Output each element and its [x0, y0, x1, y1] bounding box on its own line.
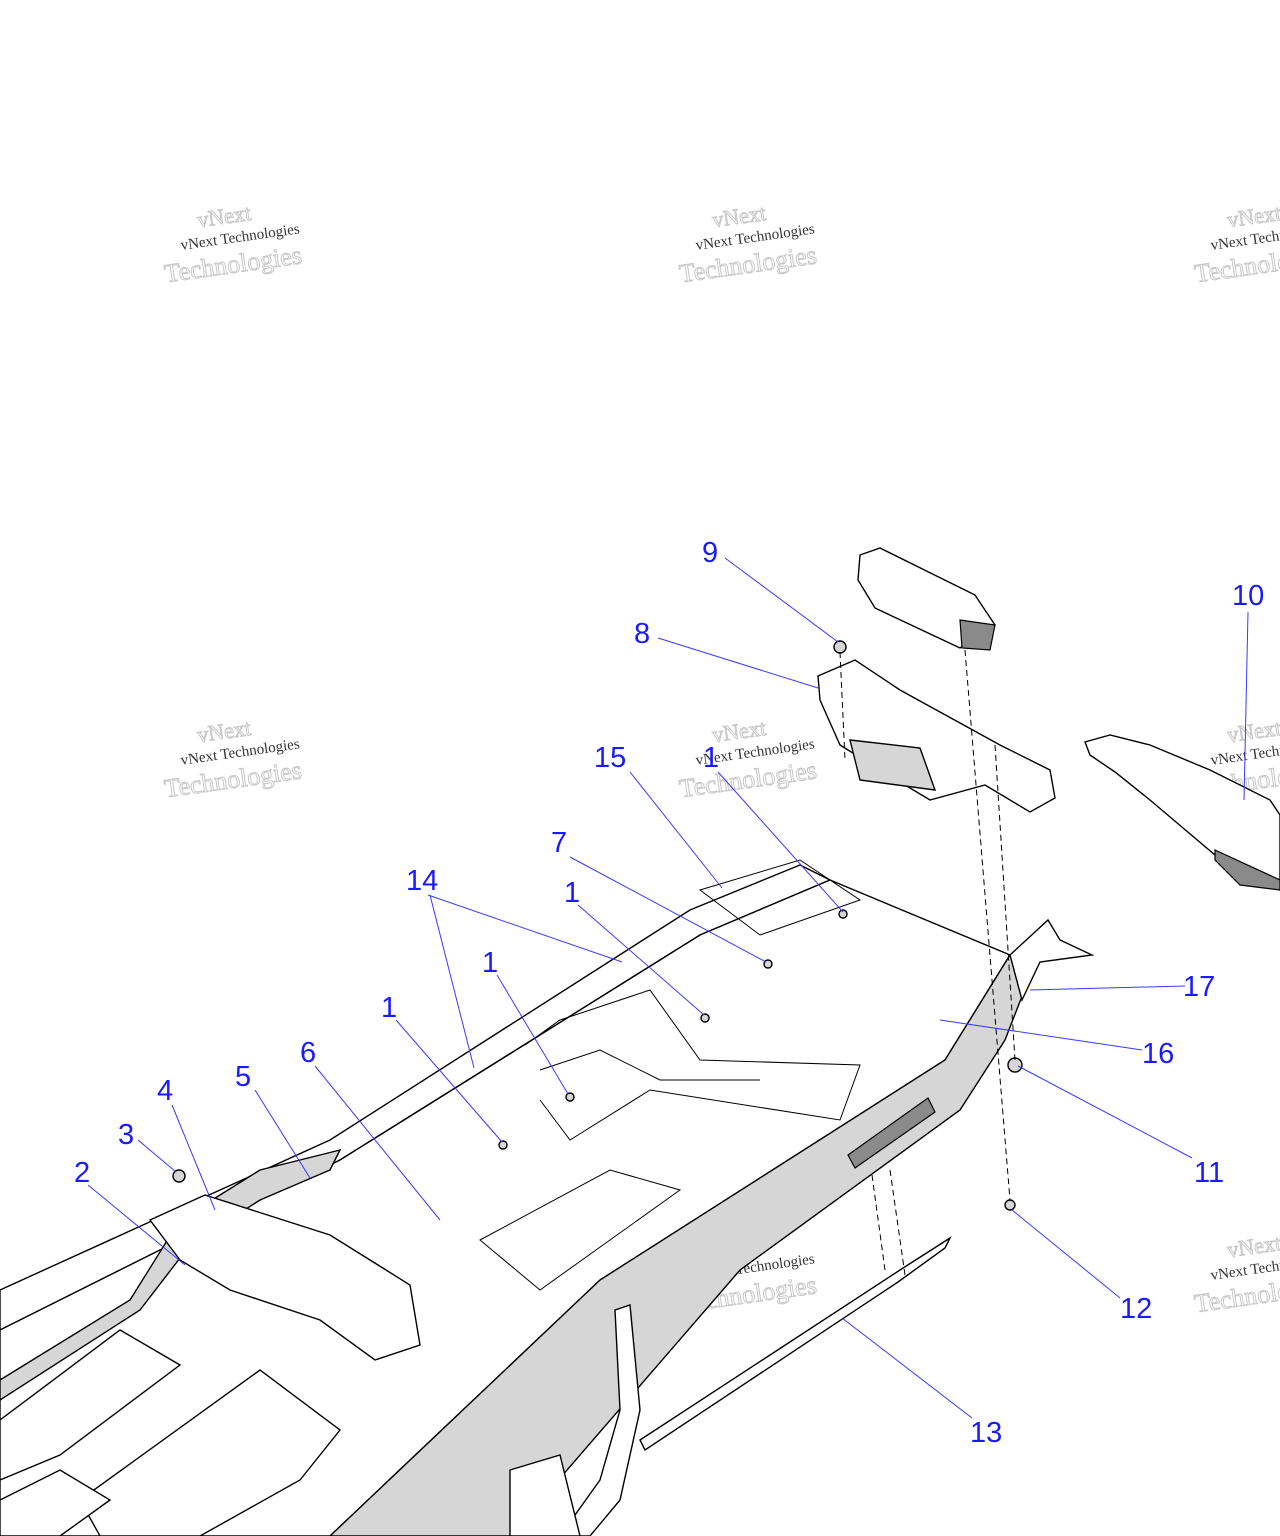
- leader-8: [657, 637, 819, 689]
- center-v-brace-inner: [539, 1049, 760, 1081]
- center-v-brace: [524, 989, 861, 1141]
- callout-7: 7: [551, 827, 567, 859]
- rear-bumper-underside: [1214, 849, 1280, 891]
- watermark-5: vNext vNext Technologies Technologies: [677, 715, 819, 804]
- callout-16: 16: [1142, 1038, 1174, 1070]
- leader-15: [629, 771, 723, 889]
- fastener-1b: [700, 1013, 710, 1023]
- seat-pan-rear: [0, 1469, 112, 1536]
- seat-pan-mid: [79, 1369, 341, 1536]
- callout-1c: 1: [482, 947, 498, 979]
- rear-suspension-arm: [559, 1304, 641, 1536]
- callout-12: 12: [1120, 1293, 1152, 1325]
- taillight-lens: [959, 619, 996, 651]
- leader-7: [569, 856, 767, 963]
- side-reflector: [847, 1097, 936, 1169]
- leader-6: [314, 1065, 441, 1221]
- watermark-3: vNext vNext Technologies Technologies: [1192, 200, 1280, 289]
- callout-9: 9: [702, 537, 718, 569]
- watermark-9: vNext vNext Technologies Technologies: [1192, 1230, 1280, 1319]
- callout-10: 10: [1232, 580, 1264, 612]
- align-line-taillight: [964, 649, 1011, 1201]
- align-line-9: [839, 651, 846, 761]
- tunnel-rear-tip: [1009, 918, 1095, 1003]
- callout-11: 11: [1194, 1157, 1224, 1189]
- fastener-11: [1007, 1057, 1023, 1073]
- callout-8: 8: [634, 618, 650, 650]
- callout-13: 13: [970, 1417, 1002, 1449]
- lower-cutout: [479, 1169, 682, 1291]
- callout-1b: 1: [564, 877, 580, 909]
- rear-bumper: [1084, 734, 1280, 881]
- tunnel-assembly: [0, 547, 1280, 1536]
- callout-14: 14: [406, 865, 438, 897]
- callout-labels: 9 10 8 15 1 7 14 1 17 1 16 1 6 5 4 3 11 …: [74, 537, 1264, 1449]
- leader-14b: [429, 894, 475, 1069]
- watermark-2: vNext vNext Technologies Technologies: [677, 200, 819, 289]
- leader-11: [1017, 1065, 1193, 1159]
- callout-2: 2: [74, 1157, 90, 1189]
- leader-12: [1011, 1209, 1121, 1299]
- callout-3: 3: [118, 1119, 134, 1151]
- callout-17: 17: [1183, 971, 1215, 1003]
- fastener-1d: [498, 1140, 508, 1150]
- align-line-bumper: [994, 744, 1016, 1061]
- slide-rail-strip: [639, 1236, 952, 1452]
- leader-4: [171, 1104, 216, 1211]
- leader-1a: [717, 771, 844, 913]
- fastener-12: [1004, 1199, 1016, 1211]
- svg-text:vNext: vNext: [1226, 715, 1280, 747]
- callout-15: 15: [594, 742, 626, 774]
- leader-17: [1029, 985, 1186, 991]
- callout-5: 5: [235, 1061, 251, 1093]
- leader-14a: [427, 894, 623, 963]
- leader-1b: [577, 904, 705, 1016]
- leader-5: [254, 1089, 311, 1179]
- leader-3: [137, 1139, 177, 1173]
- leader-9: [724, 557, 839, 643]
- leader-10: [1243, 611, 1249, 801]
- callout-1d: 1: [381, 992, 397, 1024]
- rear-flap-bracket-face: [849, 739, 937, 791]
- svg-text:vNext: vNext: [711, 200, 768, 232]
- leader-13: [841, 1317, 973, 1419]
- rear-flap-bracket: [817, 659, 1056, 813]
- svg-text:vNext: vNext: [196, 200, 253, 232]
- leader-lines: [87, 557, 1249, 1419]
- seat-pan-front: [0, 1329, 182, 1481]
- svg-text:vNext: vNext: [1226, 1230, 1280, 1262]
- watermark-1: vNext vNext Technologies Technologies: [162, 200, 304, 289]
- callout-1a: 1: [703, 742, 719, 774]
- callout-4: 4: [157, 1075, 173, 1107]
- suspension-mount: [509, 1454, 581, 1536]
- svg-text:vNext: vNext: [1226, 200, 1280, 232]
- hitch-bracket: [148, 1194, 421, 1361]
- svg-text:vNext: vNext: [196, 715, 253, 747]
- leader-2: [87, 1184, 186, 1266]
- fastener-1a: [838, 909, 848, 919]
- leader-16: [939, 1019, 1143, 1051]
- leader-1c: [496, 974, 569, 1095]
- fastener-1c: [565, 1092, 575, 1102]
- fastener-9: [833, 640, 847, 654]
- watermark-4: vNext vNext Technologies Technologies: [162, 715, 304, 804]
- rear-cutout: [698, 859, 862, 936]
- align-line-rail-a: [871, 1174, 886, 1271]
- align-line-rail-b: [889, 1169, 906, 1276]
- callout-6: 6: [300, 1037, 316, 1069]
- leader-1d: [395, 1019, 503, 1143]
- fastener-3: [172, 1169, 186, 1183]
